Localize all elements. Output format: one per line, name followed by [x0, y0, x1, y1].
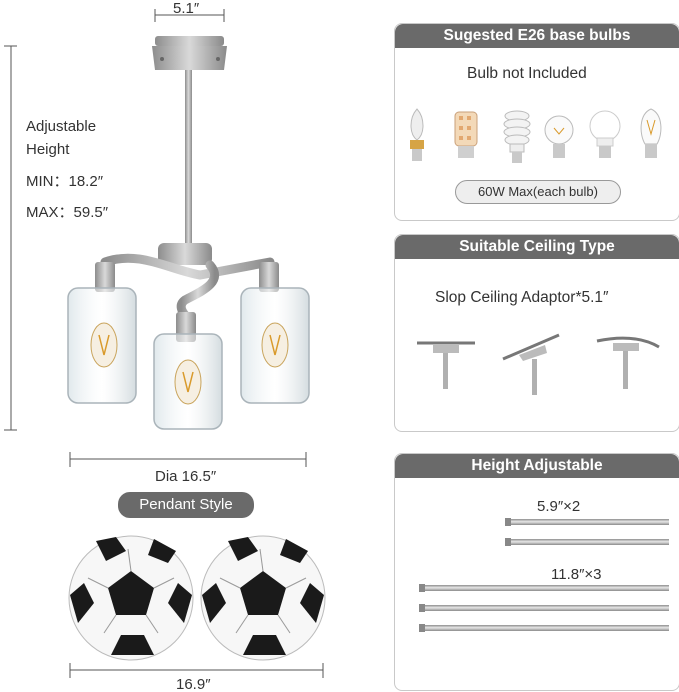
height-label-line2: Height [26, 141, 70, 158]
corn-bulb-icon [454, 111, 478, 158]
height-label-line1: Adjustable [26, 118, 97, 135]
min-height: MIN：18.2″ [26, 170, 103, 191]
slope-adaptor-label: Slop Ceiling Adaptor*5.1″ [435, 289, 609, 306]
height-panel-title: Height Adjustable [395, 454, 679, 478]
ceiling-panel: Suitable Ceiling Type Slop Ceiling Adapt… [394, 234, 679, 432]
edison-st64-bulb-icon [640, 108, 662, 158]
soccer-ball-icon [68, 535, 194, 661]
max-value: 59.5″ [73, 204, 109, 221]
top-width-label: 5.1″ [173, 0, 200, 17]
bulbs-panel: Sugested E26 base bulbs Bulb not Include… [394, 23, 679, 221]
bulbs-panel-title: Sugested E26 base bulbs [395, 24, 679, 48]
pendant-style-badge: Pendant Style [118, 492, 254, 518]
height-panel: Height Adjustable 5.9″×2 11.8″×3 [394, 453, 679, 691]
bulb-icons-row [410, 108, 662, 163]
long-rod-icon [419, 624, 669, 632]
ceiling-panel-title: Suitable Ceiling Type [395, 235, 679, 259]
flat-ceiling-adaptor-icon [417, 341, 475, 389]
bulbs-subtitle: Bulb not Included [467, 65, 587, 82]
long-rods-label: 11.8″×3 [551, 566, 602, 583]
short-rod-icon [505, 518, 669, 526]
filament-globe-bulb-icon [544, 115, 574, 158]
soccer-ball-icon [200, 535, 326, 661]
short-rod-icon [505, 538, 669, 546]
max-watt-badge: 60W Max(each bulb) [455, 180, 621, 204]
extension-rods [419, 518, 669, 632]
slope-ceiling-examples [417, 333, 660, 395]
angled-ceiling-adaptor-icon [502, 333, 560, 395]
bottom-width-label: 16.9″ [176, 676, 211, 692]
vaulted-ceiling-adaptor-icon [596, 336, 660, 389]
max-label: MAX： [26, 204, 74, 221]
min-value: 18.2″ [68, 173, 104, 190]
min-label: MIN： [26, 173, 69, 190]
long-rod-icon [419, 604, 669, 612]
diameter-label: Dia 16.5″ [155, 468, 217, 485]
spiral-cfl-bulb-icon [503, 110, 531, 163]
short-rods-label: 5.9″×2 [537, 498, 581, 515]
candle-bulb-icon [410, 108, 424, 161]
long-rod-icon [419, 584, 669, 592]
led-a19-bulb-icon [589, 110, 621, 158]
max-height: MAX：59.5″ [26, 201, 108, 222]
